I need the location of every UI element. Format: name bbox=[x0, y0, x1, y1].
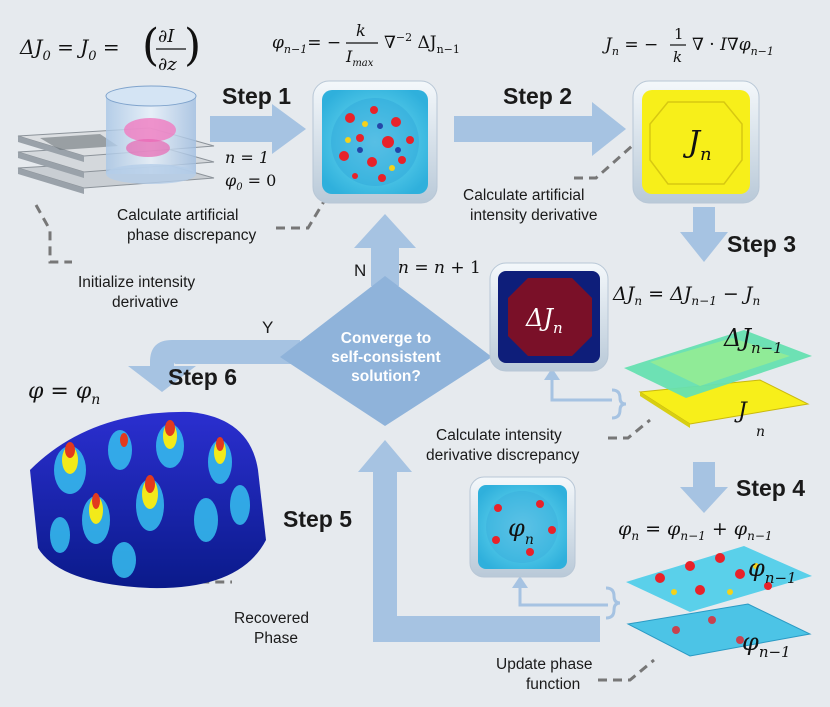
svg-text:∇−2 ΔJn−1: ∇−2 ΔJn−1 bbox=[384, 31, 460, 56]
caption-recovered-line2: Phase bbox=[254, 630, 298, 647]
phase-discrepancy-image bbox=[312, 80, 438, 204]
sample-slides-illustration bbox=[17, 85, 215, 194]
svg-text:∇ · I∇φn−1: ∇ · I∇φn−1 bbox=[692, 35, 774, 58]
decision-line3: solution? bbox=[351, 368, 421, 385]
caption-init-line1: Initialize intensity bbox=[78, 274, 195, 291]
svg-text:(: ( bbox=[142, 20, 159, 71]
svg-text:n = n + 1: n = n + 1 bbox=[398, 258, 481, 278]
caption-update-line1: Update phase bbox=[496, 656, 593, 673]
equation-final-phase: φ = φn bbox=[28, 379, 100, 408]
jn-image: Jn bbox=[632, 80, 760, 204]
equation-n-increment: n = n + 1 bbox=[398, 258, 481, 278]
svg-text:ΔJn = ΔJn−1 − Jn: ΔJn = ΔJn−1 − Jn bbox=[612, 283, 760, 308]
decision-no-label: N bbox=[354, 261, 366, 280]
arrow-step5 bbox=[358, 440, 600, 642]
equation-n-init: n = 1 φ0 = 0 bbox=[225, 148, 276, 193]
phi-n-image: φn bbox=[469, 476, 576, 578]
svg-text:∂I: ∂I bbox=[158, 26, 175, 47]
arrow-step1 bbox=[210, 104, 306, 154]
stack-j-label: J bbox=[734, 399, 748, 424]
svg-text:k: k bbox=[673, 48, 682, 66]
caption-update-phase: Update phase function bbox=[496, 656, 655, 693]
arrow-loop-n bbox=[354, 214, 416, 286]
svg-text:n: n bbox=[756, 424, 765, 440]
step3-label: Step 3 bbox=[727, 231, 796, 257]
svg-text:∂z: ∂z bbox=[158, 54, 177, 75]
caption-art-line2: intensity derivative bbox=[470, 207, 598, 224]
caption-intdisc-line2: derivative discrepancy bbox=[426, 447, 580, 464]
delta-jn-layer-stack: ΔJn−1 J n bbox=[624, 324, 812, 440]
arrow-step6 bbox=[128, 340, 300, 392]
step4-label: Step 4 bbox=[736, 475, 805, 501]
svg-text:φ = φn: φ = φn bbox=[28, 379, 100, 408]
caption-phase-line2: phase discrepancy bbox=[127, 227, 256, 244]
arrow-to-delta-box bbox=[544, 368, 627, 420]
svg-text:Imax: Imax bbox=[345, 47, 374, 69]
equation-phi-update: φn−1= − k Imax ∇−2 ΔJn−1 bbox=[272, 21, 460, 69]
svg-text:ΔJ0 = J0 =: ΔJ0 = J0 = bbox=[19, 35, 120, 64]
caption-intdisc-line1: Calculate intensity bbox=[436, 427, 562, 444]
recovered-phase-surface bbox=[30, 411, 266, 589]
step5-label: Step 5 bbox=[283, 506, 352, 532]
svg-text:1: 1 bbox=[674, 25, 684, 43]
delta-jn-image-label: ΔJn bbox=[525, 304, 563, 337]
caption-phase-discrepancy: Calculate artificial phase discrepancy bbox=[117, 197, 328, 244]
equation-phin: φn = φn−1 + φn−1 bbox=[618, 518, 773, 543]
caption-update-line2: function bbox=[526, 676, 580, 693]
decision-yes-label: Y bbox=[262, 318, 273, 337]
decision-diamond: Converge to self-consistent solution? bbox=[280, 276, 492, 426]
arrow-to-phi-box bbox=[512, 576, 621, 620]
svg-text:): ) bbox=[184, 20, 201, 71]
equation-delta-jn: ΔJn = ΔJn−1 − Jn bbox=[612, 283, 760, 308]
step6-label: Step 6 bbox=[168, 364, 237, 390]
phi-layer-stack: φn−1 φn−1 bbox=[626, 546, 812, 661]
caption-recovered: Recovered Phase bbox=[178, 558, 309, 647]
arrow-step4 bbox=[680, 462, 728, 513]
svg-text:φn = φn−1 + φn−1: φn = φn−1 + φn−1 bbox=[618, 518, 773, 543]
caption-init-line2: derivative bbox=[112, 294, 178, 311]
svg-text:n = 1: n = 1 bbox=[225, 148, 269, 167]
caption-initialize: Initialize intensity derivative bbox=[34, 204, 195, 311]
equation-jn: Jn = − 1 k ∇ · I∇φn−1 bbox=[602, 25, 774, 66]
decision-line2: self-consistent bbox=[331, 349, 440, 366]
svg-text:φ0 = 0: φ0 = 0 bbox=[225, 171, 276, 193]
caption-recovered-line1: Recovered bbox=[234, 610, 309, 627]
svg-text:k: k bbox=[356, 21, 366, 40]
decision-line1: Converge to bbox=[341, 330, 431, 347]
caption-phase-line1: Calculate artificial bbox=[117, 207, 238, 224]
step1-label: Step 1 bbox=[222, 83, 291, 109]
caption-intensity-discrepancy: Calculate intensity derivative discrepan… bbox=[426, 418, 651, 464]
step2-label: Step 2 bbox=[503, 83, 572, 109]
svg-text:φn−1= −: φn−1= − bbox=[272, 33, 341, 56]
delta-jn-image: ΔJn bbox=[489, 262, 609, 372]
equation-init: ΔJ0 = J0 = ( ∂I ∂z ) bbox=[19, 20, 201, 75]
arrow-step2 bbox=[454, 102, 626, 156]
svg-text:Jn = −: Jn = − bbox=[602, 35, 658, 58]
caption-artificial-intensity: Calculate artificial intensity derivativ… bbox=[463, 144, 633, 224]
arrow-step3 bbox=[680, 207, 728, 262]
caption-art-line1: Calculate artificial bbox=[463, 187, 584, 204]
